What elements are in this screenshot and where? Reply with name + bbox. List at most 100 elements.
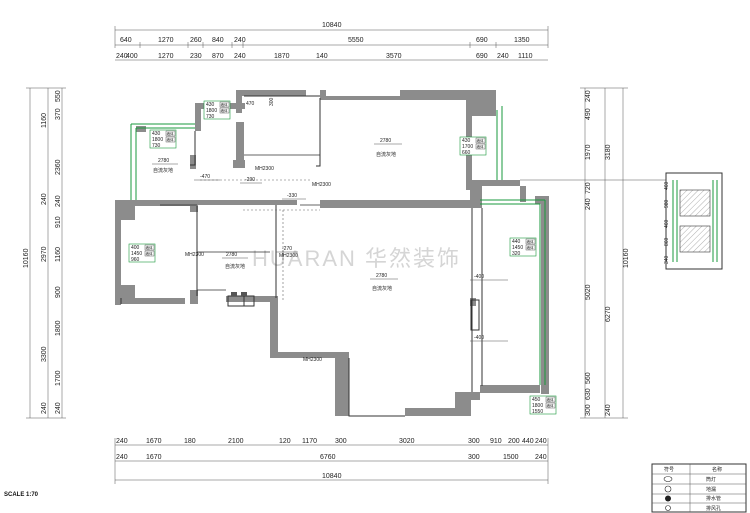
- window-tag-5-a: 400: [131, 245, 140, 251]
- ceiling-label-3: 自流灰地: [225, 263, 245, 270]
- left-dim-8: 1160: [55, 247, 62, 262]
- level-mark-6: -400: [474, 335, 484, 341]
- legend-row-4-label: 排风孔: [706, 505, 721, 512]
- legend-header-symbol: 符号: [664, 466, 674, 473]
- legend-row-4: 排风孔: [665, 505, 721, 512]
- ceiling-height-2: 2780: [380, 138, 391, 144]
- window-tag-5-wall-label: 墙体: [146, 245, 153, 250]
- window-tag-4-wall-label: 墙体: [527, 239, 535, 244]
- top-dim-2-4: 230: [190, 53, 202, 60]
- mh-label-3: MH2300: [185, 252, 204, 258]
- window-tag-6-wall-label: 墙体: [547, 397, 555, 402]
- detail-dim-1: 460: [664, 181, 670, 190]
- mark-470: 470: [246, 101, 255, 107]
- right-dim-3: 1970: [585, 144, 592, 160]
- top-dimensions: 10840 640 1270 260 840 240 5550 690 1350…: [114, 22, 549, 61]
- legend-row-3-label: 排水管: [706, 495, 721, 502]
- window-tag-6-a: 450: [532, 397, 541, 403]
- ceiling-height-3: 2780: [226, 252, 237, 258]
- right-dim-5: 720: [585, 182, 592, 194]
- bottom-dim-1-12: 440: [522, 438, 534, 445]
- top-dim-1-1: 640: [120, 37, 132, 44]
- right-dim-12: 240: [605, 404, 612, 416]
- bottom-dim-2-2: 1670: [146, 454, 162, 461]
- ceiling-1: 2780 自流灰地: [152, 158, 178, 174]
- level-mark-2: -290: [245, 177, 255, 183]
- left-dim-6: 240: [55, 195, 62, 207]
- window-tag-3-b: 1700: [462, 144, 473, 150]
- ceiling-label-4: 自流灰地: [372, 285, 392, 292]
- annotations: 2780 自流灰地 2780 自流灰地 2780 自流灰地 2780 自流灰地 …: [152, 97, 508, 363]
- right-dim-4: 3180: [605, 144, 612, 160]
- bottom-dim-1-6: 1170: [302, 438, 317, 445]
- left-dimensions: 10160 1160 370 550 240 2360 240 910 1160…: [23, 87, 66, 419]
- window-tag-2-b: 1800: [152, 137, 163, 143]
- mh-label-4: MH2300: [303, 357, 322, 363]
- bottom-dim-2-6: 240: [535, 454, 547, 461]
- right-dim-1: 490: [585, 108, 592, 120]
- top-total-dimension: 10840: [322, 22, 342, 29]
- top-dim-1-8: 1350: [514, 37, 530, 44]
- legend-row-1-label: 筒灯: [706, 476, 716, 483]
- bottom-dimensions: 240 1670 180 2100 120 1170 300 3020 300 …: [114, 438, 549, 484]
- window-lines: [130, 106, 546, 385]
- level-mark-5: -400: [474, 274, 484, 280]
- top-dim-2-11: 240: [497, 53, 509, 60]
- bottom-dim-1-3: 180: [184, 438, 196, 445]
- drain-pipe-icon: [665, 495, 671, 502]
- right-total-dimension: 10160: [623, 248, 630, 268]
- top-dim-1-6: 5550: [348, 37, 364, 44]
- top-dim-1-7: 690: [476, 37, 488, 44]
- window-tag-3-c: 660: [462, 150, 471, 156]
- ceiling-label-1: 自流灰地: [153, 167, 173, 174]
- left-dim-9: 2970: [41, 246, 48, 262]
- ceiling-2: 2780 自流灰地: [374, 138, 402, 158]
- room-outlines: [120, 95, 483, 417]
- top-dim-2-6: 240: [234, 53, 246, 60]
- top-dim-2-1: 240: [116, 53, 128, 60]
- bottom-dim-1-2: 1670: [146, 438, 162, 445]
- window-tag-4-wall-label: 墙体: [527, 245, 535, 250]
- level-mark-4: -270: [282, 246, 292, 252]
- watermark: HUARAN 华然装饰: [252, 246, 461, 271]
- ceiling-3: 2780 自流灰地: [222, 252, 248, 270]
- bottom-dim-1-13: 240: [535, 438, 547, 445]
- left-dim-11: 1800: [55, 320, 62, 336]
- window-tag-1-wall-label: 墙体: [221, 108, 228, 113]
- bottom-total-dimension: 10840: [322, 473, 342, 480]
- right-dim-7: 5020: [585, 284, 592, 300]
- right-dim-10: 630: [585, 388, 592, 400]
- window-tag-4-b: 1450: [512, 245, 523, 251]
- left-dim-14: 240: [41, 402, 48, 414]
- bottom-dim-1-10: 910: [490, 438, 502, 445]
- window-tag-2-wall-label: 墙体: [167, 137, 174, 142]
- ceiling-label-2: 自流灰地: [376, 151, 396, 158]
- right-dimensions: 490 240 1970 3180 720 240 5020 6270 560 …: [580, 87, 630, 419]
- legend-row-2-label: 地漏: [706, 486, 716, 493]
- scale-label: SCALE 1:70: [4, 492, 39, 498]
- window-tag-6-c: 1550: [532, 409, 543, 415]
- bottom-dim-2-1: 240: [116, 454, 128, 461]
- left-dim-13: 1700: [55, 370, 62, 386]
- window-tag-6-b: 1800: [532, 403, 543, 409]
- window-tag-1-b: 1800: [206, 108, 217, 114]
- right-dim-9: 560: [585, 372, 592, 384]
- bottom-dim-1-7: 300: [335, 438, 347, 445]
- window-tag-6-wall-label: 墙体: [547, 403, 555, 408]
- left-dim-15: 240: [55, 402, 62, 414]
- door-lines: [200, 179, 320, 300]
- left-dim-2: 370: [55, 108, 62, 120]
- window-tag-3-a: 430: [462, 138, 471, 144]
- ceiling-height-1: 2780: [158, 158, 169, 164]
- legend-header-name: 名称: [712, 466, 722, 473]
- exhaust-vent-icon: [665, 505, 671, 511]
- right-dim-11: 300: [585, 404, 592, 416]
- top-dim-1-3: 260: [190, 37, 202, 44]
- legend-row-1: 筒灯: [663, 476, 716, 483]
- top-dim-2-3: 1270: [158, 53, 174, 60]
